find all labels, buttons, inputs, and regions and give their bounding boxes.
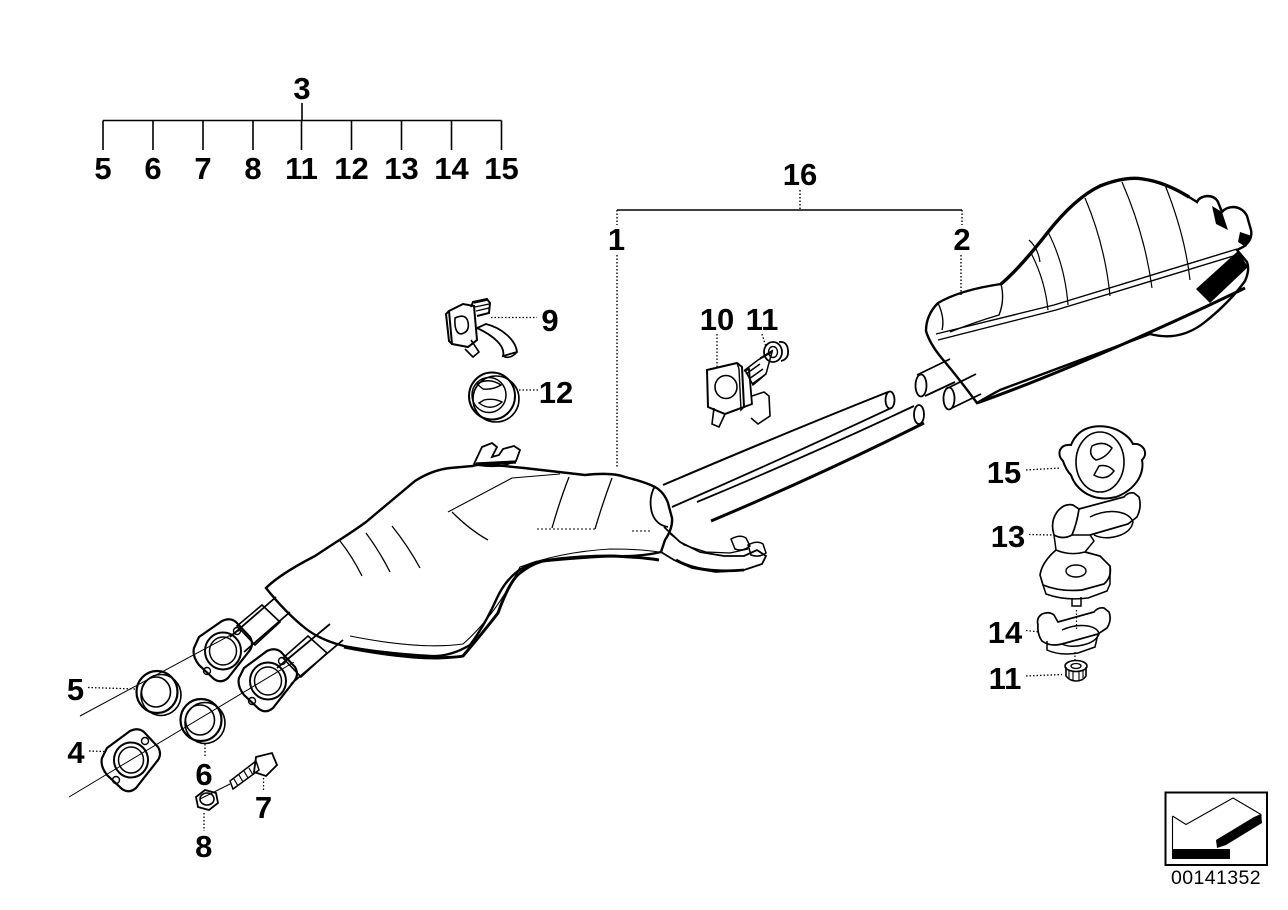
svg-text:10: 10 xyxy=(700,302,734,337)
svg-text:11: 11 xyxy=(989,661,1022,696)
svg-text:13: 13 xyxy=(991,519,1025,554)
svg-text:11: 11 xyxy=(285,151,318,186)
svg-text:7: 7 xyxy=(194,151,211,186)
svg-text:6: 6 xyxy=(195,757,212,792)
svg-text:8: 8 xyxy=(244,151,261,186)
svg-text:6: 6 xyxy=(144,151,161,186)
svg-text:11: 11 xyxy=(746,302,779,337)
svg-text:5: 5 xyxy=(67,672,84,707)
svg-text:13: 13 xyxy=(384,151,418,186)
svg-text:9: 9 xyxy=(541,303,558,338)
svg-text:5: 5 xyxy=(94,151,111,186)
svg-text:3: 3 xyxy=(293,71,310,106)
svg-text:14: 14 xyxy=(434,151,469,186)
svg-text:12: 12 xyxy=(334,151,368,186)
svg-text:7: 7 xyxy=(255,790,272,825)
svg-text:00141352: 00141352 xyxy=(1171,867,1261,889)
svg-text:12: 12 xyxy=(539,375,573,410)
svg-text:15: 15 xyxy=(987,455,1021,490)
svg-text:4: 4 xyxy=(67,735,85,770)
svg-text:1: 1 xyxy=(608,222,625,257)
svg-text:2: 2 xyxy=(953,222,970,257)
svg-text:16: 16 xyxy=(783,157,817,192)
svg-text:8: 8 xyxy=(195,829,212,864)
svg-text:14: 14 xyxy=(988,615,1023,650)
svg-text:15: 15 xyxy=(484,151,518,186)
